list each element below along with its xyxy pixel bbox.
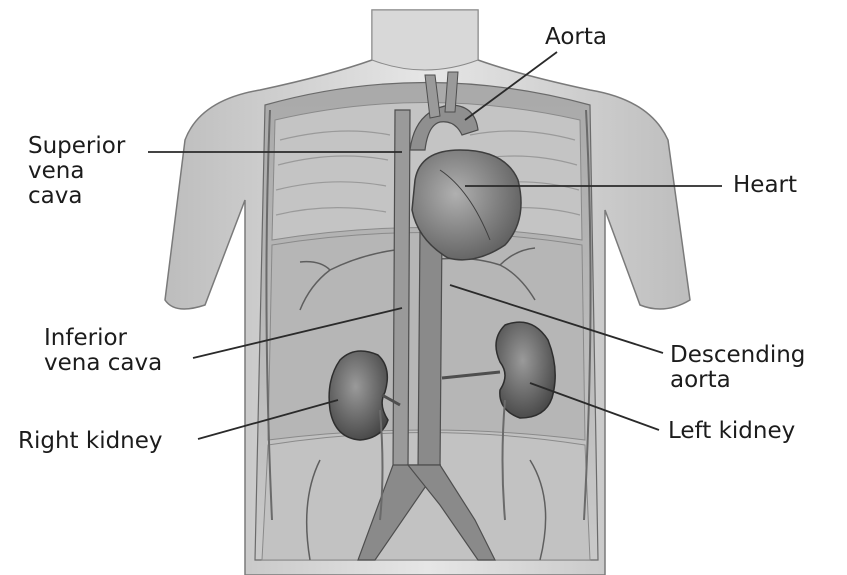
label-superior-vena-cava: Superior vena cava <box>28 134 125 209</box>
label-inferior-vena-cava: Inferior vena cava <box>44 326 162 376</box>
label-aorta: Aorta <box>545 25 607 50</box>
label-heart: Heart <box>733 173 797 198</box>
vena-cava <box>393 110 410 470</box>
heart-organ <box>412 150 521 260</box>
label-right-kidney: Right kidney <box>18 429 163 454</box>
label-descending-aorta: Descending aorta <box>670 343 805 393</box>
label-left-kidney: Left kidney <box>668 419 795 444</box>
descending-aorta-vessel <box>418 230 442 470</box>
